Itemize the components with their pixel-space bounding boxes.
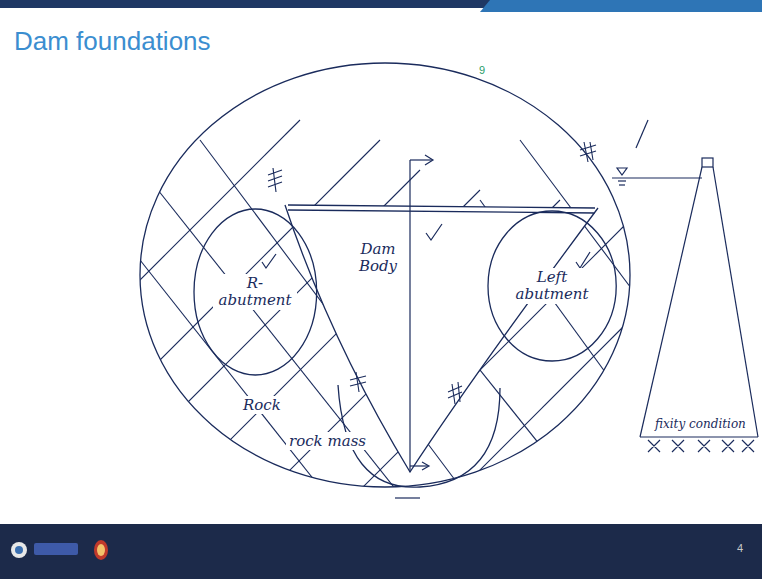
page-number: 4 (734, 542, 746, 554)
abutment-ellipse: R- abutment (193, 208, 318, 376)
node-label: R- abutment (213, 274, 297, 311)
stray-mark: 9 (476, 64, 488, 76)
node-label: Left abutment (508, 268, 596, 305)
node-label: Dam Body (350, 240, 406, 277)
abutment-ellipse: Left abutment (487, 210, 617, 362)
rock-mass-label: rock mass (286, 432, 369, 450)
slide-title: Dam foundations (14, 26, 211, 57)
fixity-label: fixity condition (652, 417, 749, 431)
rock-label: Rock (240, 396, 284, 414)
